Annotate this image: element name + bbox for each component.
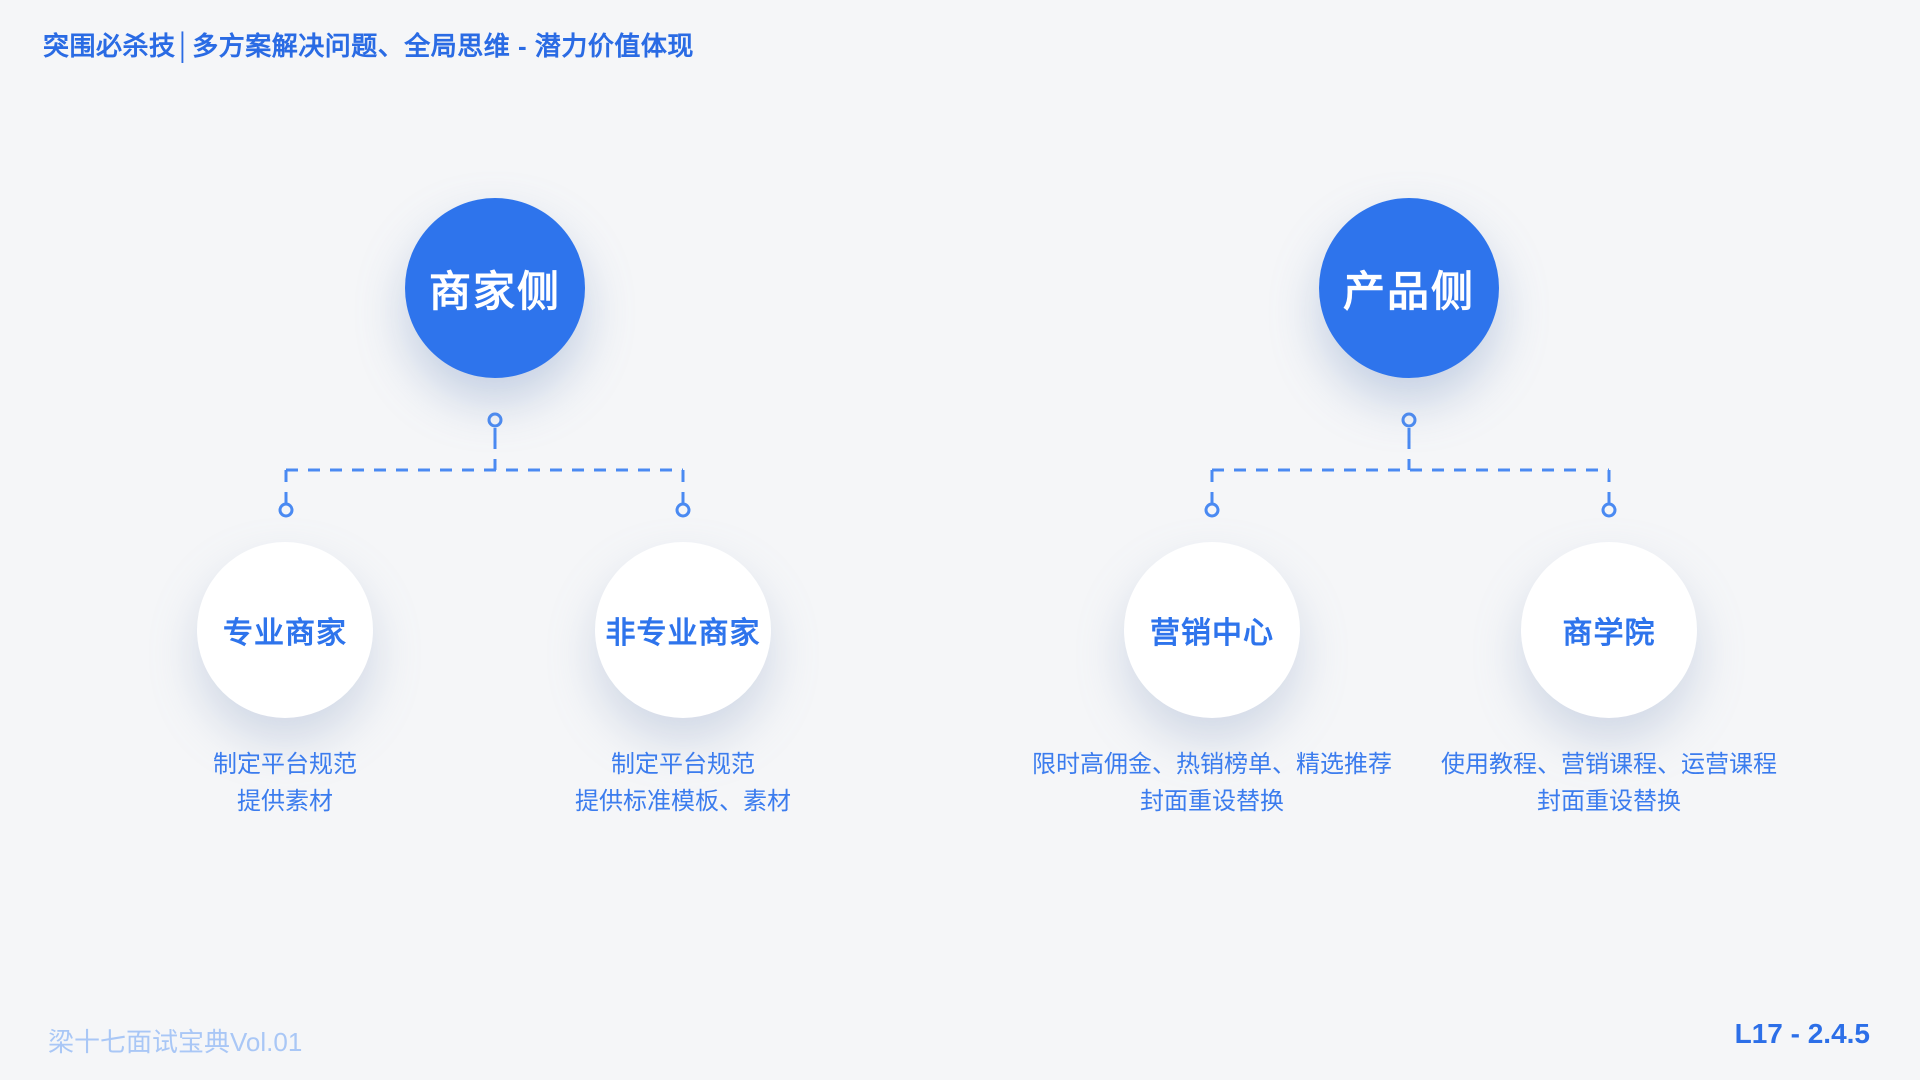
- child-node-label: 商学院: [1562, 617, 1656, 650]
- child-node-label: 营销中心: [1150, 617, 1274, 650]
- child-node-professional-merchant: 专业商家: [197, 542, 373, 718]
- child-node-business-school: 商学院: [1521, 542, 1697, 718]
- desc-line: 制定平台规范: [213, 751, 357, 778]
- desc-line: 封面重设替换: [1140, 788, 1284, 815]
- desc-line: 封面重设替换: [1537, 788, 1681, 815]
- root-node-merchant-side: 商家侧: [405, 198, 585, 378]
- child-node-nonprofessional-merchant: 非专业商家: [595, 542, 771, 718]
- connector-merchant-tree: [278, 412, 691, 518]
- connector-ring: [1401, 412, 1417, 428]
- desc-line: 限时高佣金、热销榜单、精选推荐: [1032, 751, 1392, 778]
- desc-marketing-center: 限时高佣金、热销榜单、精选推荐 封面重设替换: [962, 746, 1462, 820]
- connector-ring: [675, 502, 691, 518]
- connector-ring: [487, 412, 503, 428]
- connector-ring: [1601, 502, 1617, 518]
- desc-professional-merchant: 制定平台规范 提供素材: [35, 746, 535, 820]
- root-node-product-side: 产品侧: [1319, 198, 1499, 378]
- desc-nonprofessional-merchant: 制定平台规范 提供标准模板、素材: [433, 746, 933, 820]
- root-node-label: 商家侧: [428, 267, 561, 315]
- connector-ring: [278, 502, 294, 518]
- desc-line: 提供素材: [237, 788, 333, 815]
- connector-product-tree: [1204, 412, 1617, 518]
- desc-line: 提供标准模板、素材: [575, 788, 791, 815]
- desc-line: 制定平台规范: [611, 751, 755, 778]
- desc-line: 使用教程、营销课程、运营课程: [1441, 751, 1777, 778]
- root-node-label: 产品侧: [1342, 267, 1475, 315]
- child-node-label: 非专业商家: [605, 617, 761, 650]
- child-node-label: 专业商家: [223, 617, 347, 650]
- footer-series-label: 梁十七面试宝典Vol.01: [48, 1027, 303, 1057]
- connector-ring: [1204, 502, 1220, 518]
- child-node-marketing-center: 营销中心: [1124, 542, 1300, 718]
- desc-business-school: 使用教程、营销课程、运营课程 封面重设替换: [1359, 746, 1859, 820]
- footer-page-code: L17 - 2.4.5: [1734, 1018, 1870, 1049]
- page-title: 突围必杀技│多方案解决问题、全局思维 - 潜力价值体现: [43, 31, 694, 61]
